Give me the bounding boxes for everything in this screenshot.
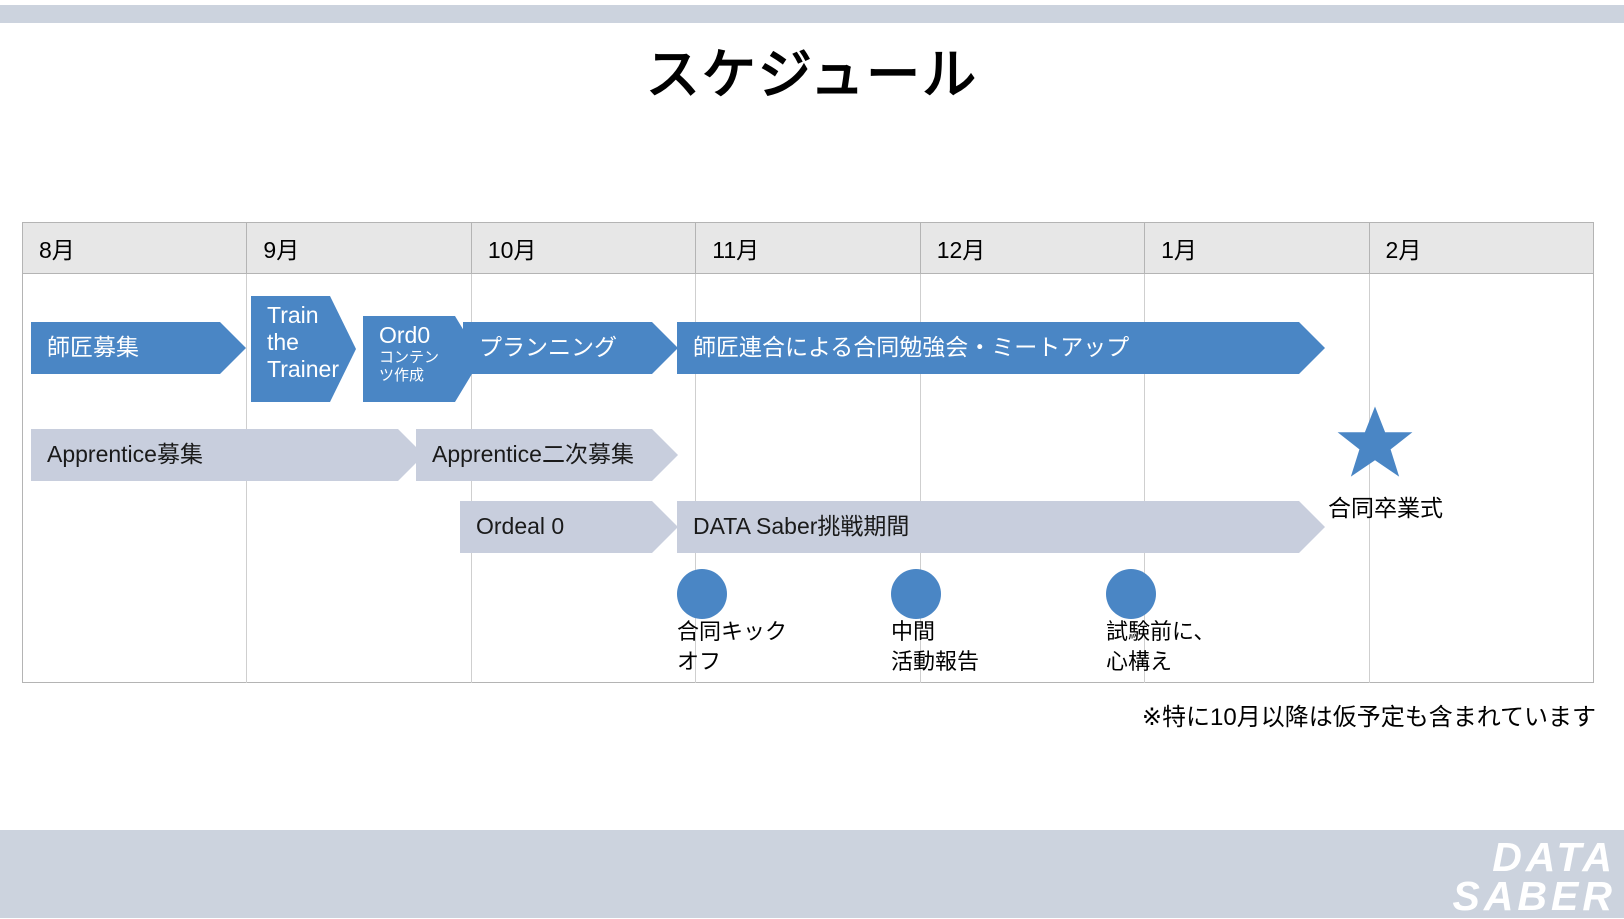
month-header-11: 11月 <box>696 223 921 273</box>
month-header-12: 12月 <box>921 223 1146 273</box>
bar-label-line-2: the <box>267 329 299 356</box>
bar-label-main: Ord0 <box>379 322 431 348</box>
bar-data-saber-challenge[interactable]: DATA Saber挑戦期間 <box>677 501 1325 553</box>
top-accent-band <box>0 5 1624 23</box>
brand-logo-line-1: DATA <box>1492 834 1616 880</box>
bar-ord0[interactable]: Ord0 コンテン ツ作成 <box>363 316 481 402</box>
bar-label: Apprentice募集 <box>47 441 203 468</box>
bar-label: プランニング <box>479 334 617 361</box>
month-header-1: 1月 <box>1145 223 1370 273</box>
bar-label: Train the Trainer <box>267 302 339 383</box>
bottom-accent-band <box>0 830 1624 918</box>
milestone-label-pre-exam: 試験前に、 心構え <box>1106 619 1216 675</box>
bar-label: Ord0 コンテン ツ作成 <box>379 322 439 385</box>
bar-label-sub-1: コンテン <box>379 349 440 367</box>
month-header-2: 2月 <box>1385 237 1422 263</box>
month-header-10: 10月 <box>472 223 697 273</box>
grid-col-10 <box>472 274 697 683</box>
grid-col-12 <box>921 274 1146 683</box>
page-title: スケジュール <box>645 45 979 105</box>
grid-col-11 <box>696 274 921 683</box>
bar-planning[interactable]: プランニング <box>463 322 678 374</box>
graduation-label: 合同卒業式 <box>1328 495 1443 521</box>
bar-label: 師匠募集 <box>47 334 139 361</box>
footnote-note: ※特に10月以降は仮予定も含まれています <box>1141 704 1596 731</box>
bar-label-line-3: Trainer <box>267 356 339 383</box>
bar-label: Ordeal 0 <box>476 513 565 540</box>
month-header-9: 9月 <box>247 223 472 273</box>
bar-label: 師匠連合による合同勉強会・ミートアップ <box>693 334 1130 361</box>
milestone-dot-midterm[interactable] <box>891 569 941 619</box>
bar-shisho-rengo-benkyokai[interactable]: 師匠連合による合同勉強会・ミートアップ <box>677 322 1325 374</box>
bar-label-sub-2: ツ作成 <box>379 366 425 384</box>
bar-ordeal-0[interactable]: Ordeal 0 <box>460 501 678 553</box>
bar-label-line-1: Train <box>267 302 319 328</box>
brand-logo: DATA SABER <box>1316 834 1616 919</box>
bar-apprentice-boshu[interactable]: Apprentice募集 <box>31 429 424 481</box>
milestone-label-kickoff: 合同キック オフ <box>677 619 788 675</box>
star-icon <box>1337 406 1413 477</box>
bar-label: Apprentice二次募集 <box>432 441 634 468</box>
milestone-label-midterm: 中間 活動報告 <box>891 619 980 675</box>
bar-shisho-boshu[interactable]: 師匠募集 <box>31 322 246 374</box>
milestone-dot-kickoff[interactable] <box>677 569 727 619</box>
brand-logo-line-2: SABER <box>1452 872 1616 919</box>
bar-apprentice-nijiboshu[interactable]: Apprentice二次募集 <box>416 429 678 481</box>
bar-label: DATA Saber挑戦期間 <box>693 513 910 540</box>
bar-train-the-trainer[interactable]: Train the Trainer <box>251 296 356 402</box>
grid-col-1 <box>1145 274 1370 683</box>
table-header-row: 8月 9月 10月 11月 12月 1月 2月 <box>23 223 1593 274</box>
milestone-dot-pre-exam[interactable] <box>1106 569 1156 619</box>
table-body: 師匠募集 Train the Trainer Ord0 コンテン ツ作成 プラン… <box>23 274 1593 683</box>
month-header-8: 8月 <box>23 223 248 273</box>
schedule-table: 8月 9月 10月 11月 12月 1月 2月 師匠募集 Train the T… <box>22 222 1594 683</box>
